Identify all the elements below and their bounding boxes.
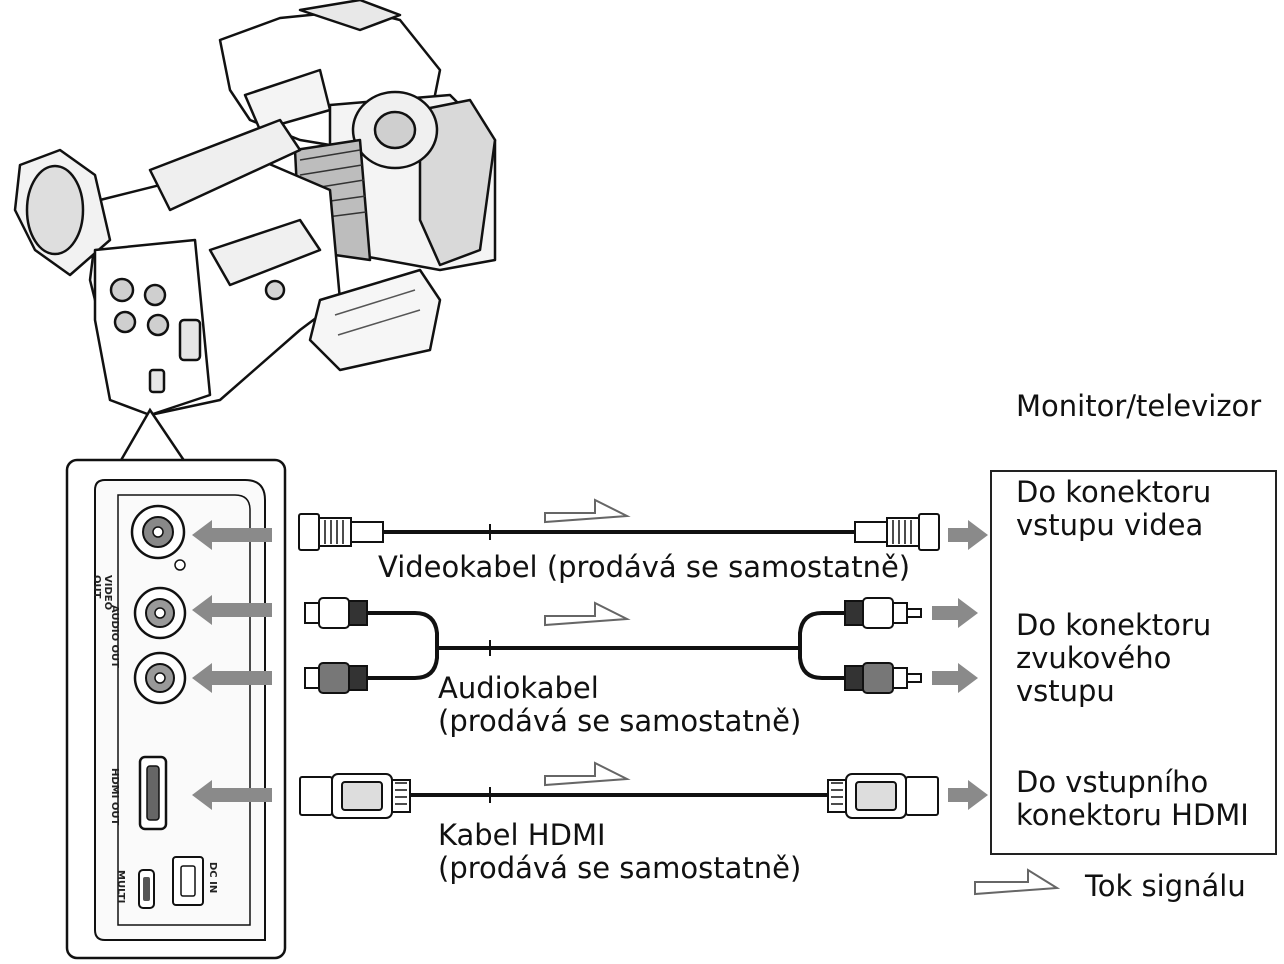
hdmi-out-port xyxy=(138,755,168,831)
monitor-side-arrows xyxy=(932,520,988,810)
video-out-label-line2: OUT xyxy=(91,575,102,599)
callout-pointer xyxy=(117,407,188,464)
multi-label: MULTI xyxy=(115,870,126,903)
signal-flow-arrow-icon xyxy=(544,498,631,524)
video-out-port xyxy=(130,504,186,571)
legend-arrow-icon xyxy=(974,868,1061,896)
rca-connectors xyxy=(304,597,922,694)
rca-plug-left-bottom xyxy=(304,662,368,694)
signal-flow-arrow-icon xyxy=(544,761,631,787)
video-out-label-line1: VIDEO xyxy=(102,575,113,610)
video-input-label: Do konektoru vstupu videa xyxy=(1016,475,1212,542)
dc-in-port xyxy=(172,856,204,906)
rca-plug-left-top xyxy=(304,597,368,629)
rca-plug-right-bottom xyxy=(844,662,922,694)
audio-input-label: Do konektoru zvukového vstupu xyxy=(1016,608,1212,708)
signal-flow-arrow-icon xyxy=(544,601,631,627)
camera-side-arrows xyxy=(192,520,272,810)
hdmi-plug-right xyxy=(827,773,939,819)
video-cable-label: Videokabel (prodává se samostatně) xyxy=(378,550,911,584)
arrow-into-audio-out-2 xyxy=(192,663,272,693)
arrow-into-video-out xyxy=(192,520,272,550)
video-out-label: VIDEO OUT xyxy=(91,575,113,614)
multi-port xyxy=(138,869,155,909)
audio-cable[interactable] xyxy=(365,611,845,680)
arrow-to-video-input xyxy=(948,520,988,550)
arrow-to-audio-input-2 xyxy=(932,663,978,693)
arrow-to-hdmi-input xyxy=(948,780,988,810)
audio-out-label: AUDIO OUT xyxy=(109,605,120,668)
video-cable[interactable] xyxy=(298,498,940,551)
dc-in-label: DC IN xyxy=(207,862,218,893)
port-panel: VIDEO OUT AUDIO OUT HDMI OUT MULTI DC IN xyxy=(65,458,287,960)
hdmi-out-label: HDMI OUT xyxy=(109,768,120,825)
monitor-title: Monitor/televizor xyxy=(1016,389,1262,423)
legend-label: Tok signálu xyxy=(1085,869,1246,903)
camcorder-illustration xyxy=(13,0,497,417)
hdmi-cable-label: Kabel HDMI (prodává se samostatně) xyxy=(438,818,802,885)
monitor-box xyxy=(990,470,1277,855)
hdmi-input-label: Do vstupního konektoru HDMI xyxy=(1016,765,1249,832)
hdmi-plug-left xyxy=(299,773,411,819)
bnc-connector-left xyxy=(298,513,384,551)
arrow-to-audio-input-1 xyxy=(932,598,978,628)
bnc-connector-right xyxy=(854,513,940,551)
audio-out-port xyxy=(133,586,187,705)
rca-plug-right-top xyxy=(844,597,922,629)
audio-cable-label: Audiokabel (prodává se samostatně) xyxy=(438,671,802,738)
hdmi-cable[interactable] xyxy=(299,761,939,819)
arrow-into-hdmi-out xyxy=(192,780,272,810)
arrow-into-audio-out-1 xyxy=(192,595,272,625)
